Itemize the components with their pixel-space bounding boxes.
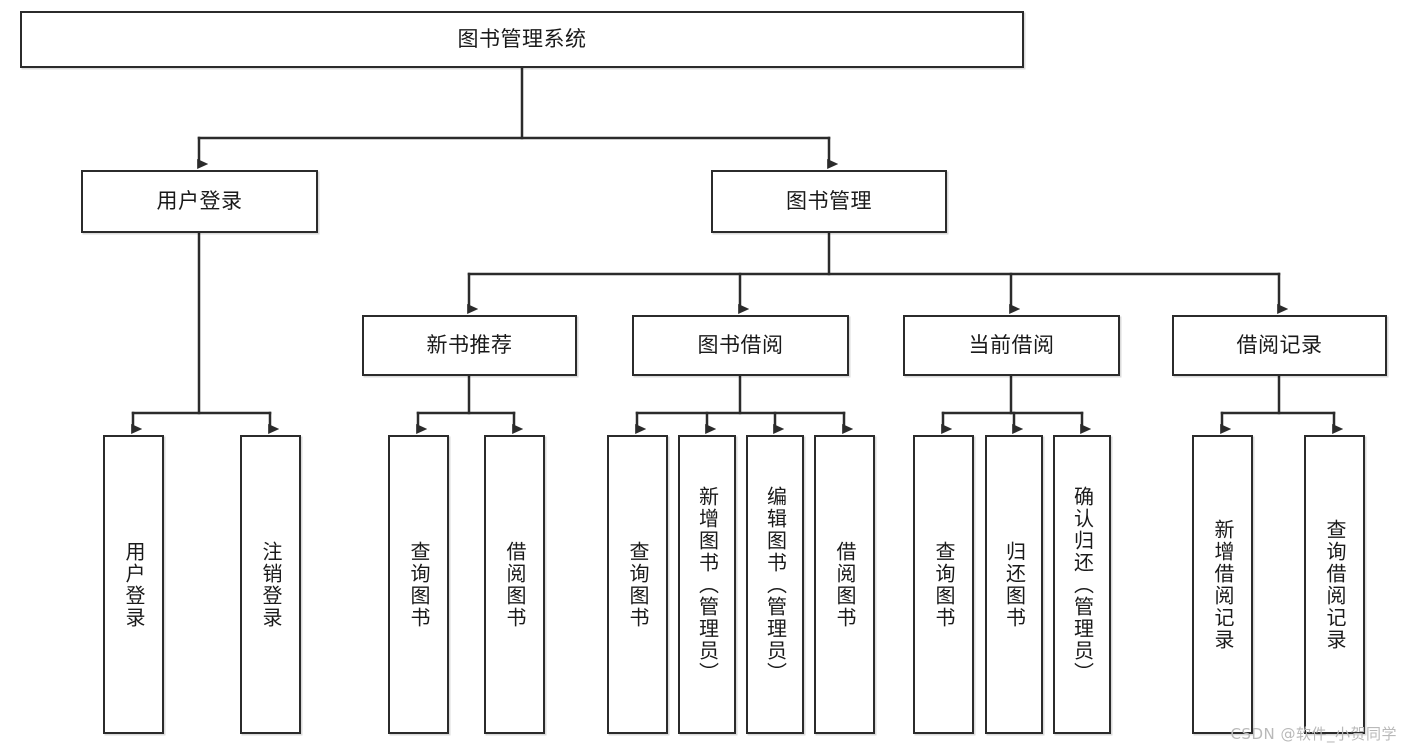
node-leaf-add-book[interactable]: 新增图书（管理员） (678, 435, 736, 734)
node-leaf-query-book-current[interactable]: 查询图书 (913, 435, 974, 734)
node-user-login[interactable]: 用户登录 (81, 170, 318, 233)
csdn-watermark: CSDN @软件_小贺同学 (1230, 725, 1397, 743)
node-leaf-edit-book[interactable]: 编辑图书（管理员） (746, 435, 804, 734)
node-root[interactable]: 图书管理系统 (20, 11, 1024, 68)
node-current-borrow-label: 当前借阅 (968, 333, 1055, 358)
node-leaf-query-borrow-record[interactable]: 查询借阅记录 (1304, 435, 1365, 734)
node-leaf-add-borrow-record[interactable]: 新增借阅记录 (1192, 435, 1253, 734)
node-leaf-borrow-book-recommend[interactable]: 借阅图书 (484, 435, 545, 734)
node-leaf-logout[interactable]: 注销登录 (240, 435, 301, 734)
node-leaf-add-book-label: 新增图书（管理员） (695, 485, 720, 684)
node-leaf-query-book-recommend[interactable]: 查询图书 (388, 435, 449, 734)
node-leaf-return-book[interactable]: 归还图书 (985, 435, 1043, 734)
node-new-book-recommend[interactable]: 新书推荐 (362, 315, 577, 376)
node-leaf-user-login-label: 用户登录 (122, 540, 146, 629)
node-leaf-borrow-book-recommend-label: 借阅图书 (503, 540, 527, 629)
node-leaf-borrow-book-label: 借阅图书 (833, 540, 857, 629)
node-leaf-edit-book-label: 编辑图书（管理员） (763, 485, 788, 684)
node-new-book-recommend-label: 新书推荐 (426, 333, 513, 358)
node-borrow-record-label: 借阅记录 (1236, 333, 1323, 358)
node-leaf-user-login[interactable]: 用户登录 (103, 435, 164, 734)
node-leaf-query-book-borrow-label: 查询图书 (626, 540, 650, 629)
node-book-borrow[interactable]: 图书借阅 (632, 315, 849, 376)
node-leaf-query-borrow-record-label: 查询借阅记录 (1323, 518, 1347, 651)
node-root-label: 图书管理系统 (457, 27, 587, 52)
node-current-borrow[interactable]: 当前借阅 (903, 315, 1120, 376)
node-leaf-return-book-label: 归还图书 (1002, 540, 1027, 629)
node-book-borrow-label: 图书借阅 (697, 333, 784, 358)
node-leaf-confirm-return[interactable]: 确认归还（管理员） (1053, 435, 1111, 734)
node-user-login-label: 用户登录 (156, 189, 243, 214)
node-leaf-query-book-borrow[interactable]: 查询图书 (607, 435, 668, 734)
node-leaf-query-book-current-label: 查询图书 (932, 540, 956, 629)
node-leaf-confirm-return-label: 确认归还（管理员） (1070, 485, 1095, 684)
node-leaf-logout-label: 注销登录 (259, 540, 283, 629)
node-leaf-add-borrow-record-label: 新增借阅记录 (1211, 518, 1235, 651)
node-leaf-query-book-recommend-label: 查询图书 (407, 540, 431, 629)
node-book-management-label: 图书管理 (786, 189, 872, 214)
node-book-management[interactable]: 图书管理 (711, 170, 947, 233)
node-leaf-borrow-book[interactable]: 借阅图书 (814, 435, 875, 734)
node-borrow-record[interactable]: 借阅记录 (1172, 315, 1387, 376)
